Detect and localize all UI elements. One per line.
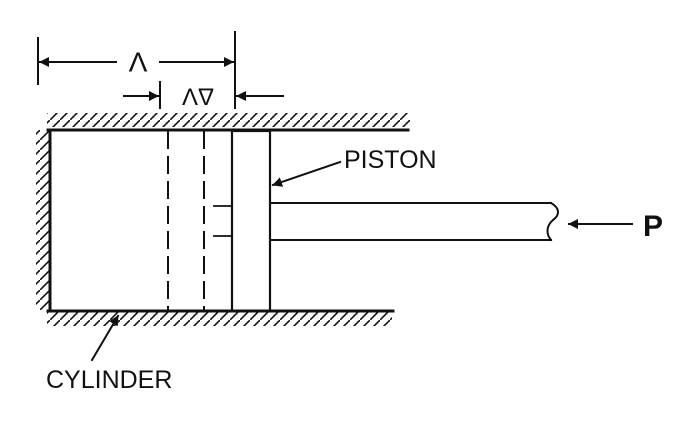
piston-label: PISTON (344, 146, 437, 174)
force-label: P (643, 210, 663, 243)
cylinder-leader-arrow (90, 314, 120, 362)
bottom-wall-hatching (47, 312, 392, 326)
top-wall-hatching (47, 113, 410, 127)
piston (230, 129, 272, 313)
cylinder-label: CYLINDER (46, 366, 172, 394)
piston-leader-arrow (271, 160, 342, 187)
piston-rod-break-end (546, 201, 559, 242)
left-wall-hatching (36, 130, 50, 310)
delta-volume-label: ΔV (182, 83, 214, 110)
volume-label: V (128, 47, 147, 78)
